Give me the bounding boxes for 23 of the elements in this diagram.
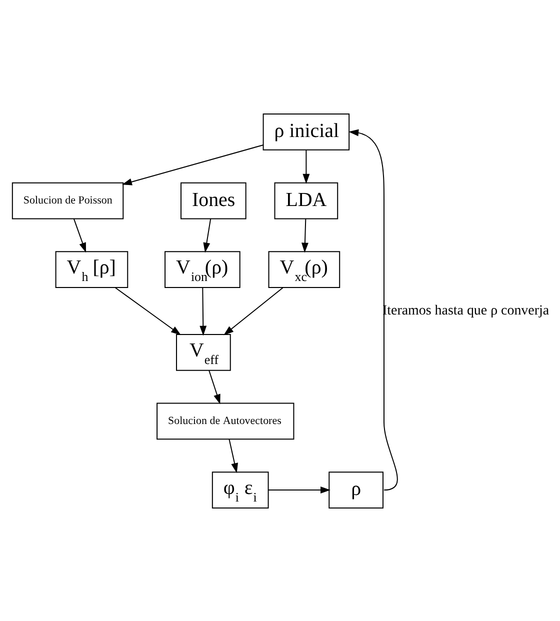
arrow <box>208 370 220 404</box>
node-box: ρ <box>328 471 384 508</box>
arrow <box>203 218 212 252</box>
node-box: LDA <box>274 182 338 219</box>
node-box: φ$_{i}$ ε$_{i}$ <box>212 471 269 508</box>
node-box: Solucion de Poisson <box>12 182 124 219</box>
node-box: V$_{h}$ [ρ] <box>55 250 128 288</box>
arrow <box>348 128 398 490</box>
arrow <box>301 218 308 252</box>
node-box: ρ inicial <box>262 113 350 150</box>
node-box: V$_{ion}$(ρ) <box>164 250 240 288</box>
arrow <box>114 286 181 335</box>
arrow <box>224 286 284 335</box>
arrow <box>228 438 238 473</box>
arrow <box>302 149 310 184</box>
arrow <box>122 144 264 185</box>
arrow <box>268 486 331 494</box>
arrow <box>73 218 86 252</box>
node-box: V$_{eff}$ <box>176 333 231 370</box>
node-box: Iones <box>180 182 246 219</box>
arrow <box>200 286 207 336</box>
node-box: V$_{xc}$(ρ) <box>268 250 340 288</box>
node-box: Solucion de Autovectores <box>156 402 294 440</box>
